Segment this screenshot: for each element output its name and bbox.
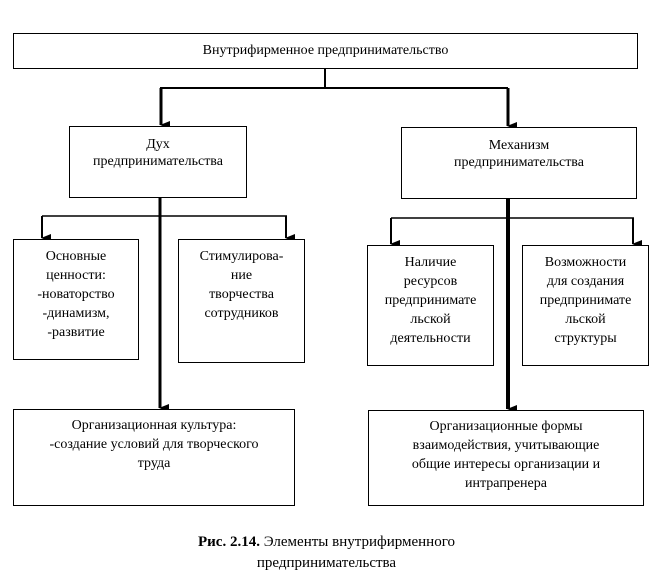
- possibilities-label: Возможности для создания предпринимате л…: [539, 255, 632, 346]
- figure-caption: Рис. 2.14. Элементы внутрифирменного пре…: [0, 532, 653, 574]
- culture-box: Организационная культура: -создание усло…: [13, 409, 295, 506]
- values-box: Основные ценности: -новаторство -динамиз…: [13, 239, 139, 360]
- caption-text: Элементы внутрифирменного: [259, 534, 455, 550]
- mechanism-box: Механизм предпринимательства: [401, 127, 637, 199]
- values-label: Основные ценности: -новаторство -динамиз…: [37, 249, 115, 340]
- resources-box: Наличие ресурсов предпринимате льской де…: [367, 245, 494, 366]
- org-forms-label: Организационные формы взаимодействия, уч…: [411, 419, 601, 491]
- org-forms-box: Организационные формы взаимодействия, уч…: [368, 410, 644, 506]
- root-label: Внутрифирменное предпринимательство: [202, 43, 449, 58]
- spirit-box: Дух предпринимательства: [69, 126, 247, 198]
- mechanism-label: Механизм предпринимательства: [454, 138, 584, 170]
- stimulation-box: Стимулирова- ние творчества сотрудников: [178, 239, 305, 363]
- root-box: Внутрифирменное предпринимательство: [13, 33, 638, 69]
- spirit-label: Дух предпринимательства: [93, 137, 223, 169]
- caption-text-line2: предпринимательства: [256, 555, 397, 571]
- possibilities-box: Возможности для создания предпринимате л…: [522, 245, 649, 366]
- caption-label: Рис. 2.14.: [197, 534, 260, 550]
- culture-label: Организационная культура: -создание усло…: [49, 418, 259, 471]
- stimulation-label: Стимулирова- ние творчества сотрудников: [199, 249, 284, 321]
- resources-label: Наличие ресурсов предпринимате льской де…: [384, 255, 477, 346]
